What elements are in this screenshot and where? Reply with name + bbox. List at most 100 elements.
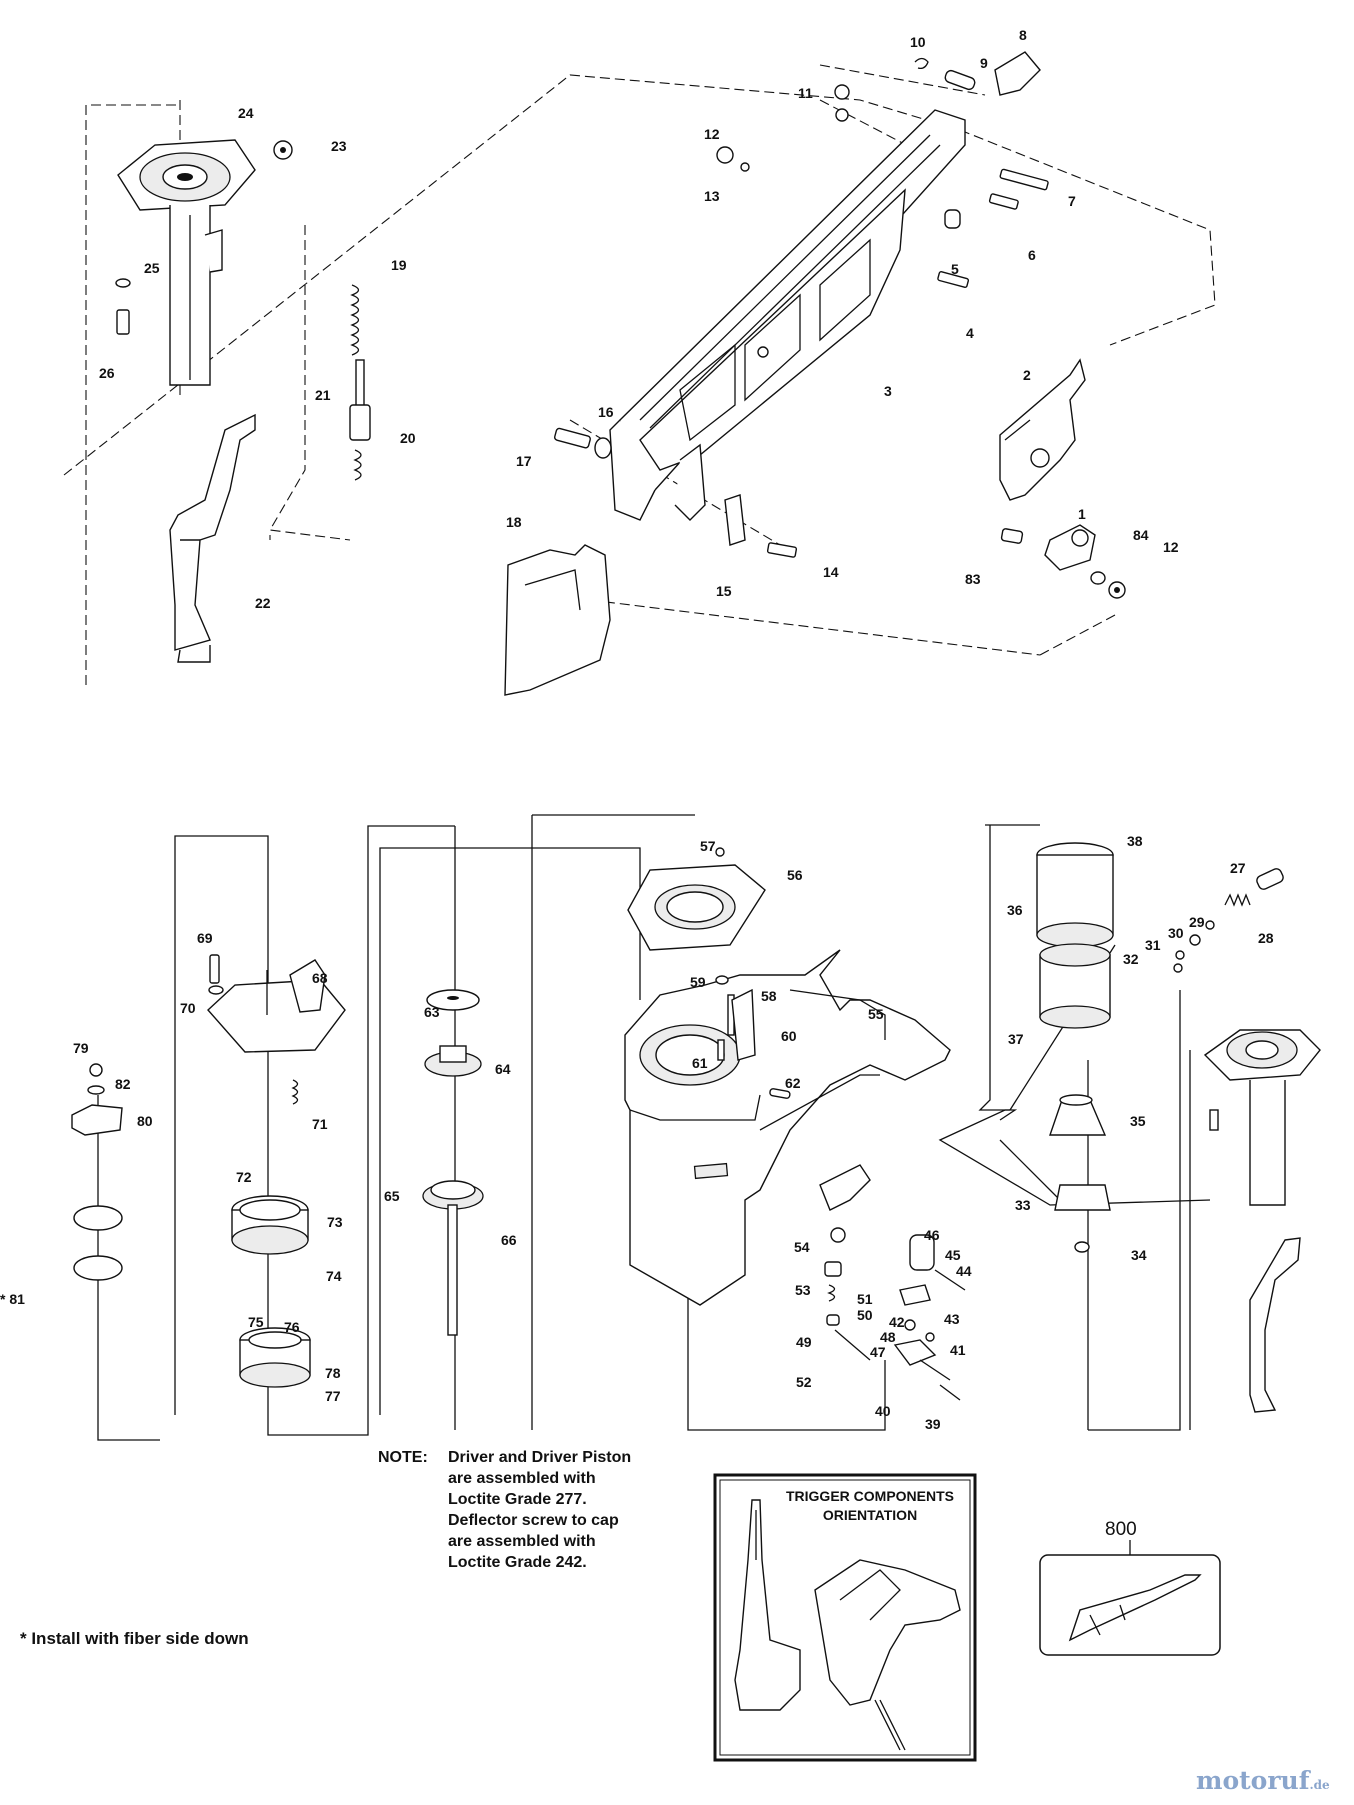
callout-31: 31 [1145, 937, 1161, 953]
part-27-cap [1256, 868, 1284, 890]
callout-50: 50 [857, 1307, 873, 1323]
callout-43: 43 [944, 1311, 960, 1327]
trigger-orientation-box [713, 1473, 977, 1762]
callout-3: 3 [884, 383, 892, 399]
callout-62: 62 [785, 1075, 801, 1091]
part-32-ring [1173, 963, 1183, 973]
part-23-nut [273, 140, 293, 160]
part-69-screw [209, 954, 220, 984]
part-12-nut-lower [1108, 581, 1126, 599]
callout-76: 76 [284, 1319, 300, 1335]
part-3-magazine-body [609, 109, 966, 521]
part-62-pin [769, 1088, 791, 1099]
part-75-78-seal-rings [239, 1327, 311, 1388]
callout-79: 79 [73, 1040, 89, 1056]
part-10-clip [914, 57, 929, 70]
callout-23: 23 [331, 138, 347, 154]
callout-68: 68 [312, 970, 328, 986]
callout-41: 41 [950, 1342, 966, 1358]
callout-15: 15 [716, 583, 732, 599]
part-33-bumper [1054, 1184, 1111, 1211]
callout-34: 34 [1131, 1247, 1147, 1263]
kit-800-label: 800 [1105, 1519, 1137, 1540]
part-15-plate [724, 494, 746, 546]
callout-10: 10 [910, 34, 926, 50]
callout-77: 77 [325, 1388, 341, 1404]
part-12-nut-upper [716, 146, 734, 164]
callout-24: 24 [238, 105, 254, 121]
part-68-top-cap [207, 959, 346, 1053]
kit-800-box [1039, 1540, 1221, 1656]
callout-38: 38 [1127, 833, 1143, 849]
callout-25: 25 [144, 260, 160, 276]
right-nose-housing [1203, 1029, 1321, 1413]
part-81-washers [73, 1205, 123, 1281]
callout-2: 2 [1023, 367, 1031, 383]
callout-30: 30 [1168, 925, 1184, 941]
callout-39: 39 [925, 1416, 941, 1432]
callout-64: 64 [495, 1061, 511, 1077]
callout-75: 75 [248, 1314, 264, 1330]
part-80-plate [71, 1104, 123, 1136]
callout-72: 72 [236, 1169, 252, 1185]
install-note: * Install with fiber side down [20, 1629, 249, 1648]
callout-20: 20 [400, 430, 416, 446]
callout-5: 5 [951, 261, 959, 277]
watermark-domain: .de [1309, 1778, 1330, 1792]
part-38-cylinder [1036, 842, 1114, 948]
callout-33: 33 [1015, 1197, 1031, 1213]
callout-82: 82 [115, 1076, 131, 1092]
part-63-bumper [426, 989, 480, 1011]
part-71-spring [291, 1079, 299, 1105]
trigger-box-title: TRIGGER COMPONENTS ORIENTATION [785, 1488, 954, 1523]
part-22-contact-arm [169, 413, 256, 663]
watermark-name: motoruf [1196, 1766, 1310, 1795]
callout-73: 73 [327, 1214, 343, 1230]
part-13-washer [740, 162, 750, 172]
part-4-bolt [937, 271, 970, 288]
part-79-nut [89, 1063, 103, 1077]
callout-40: 40 [875, 1403, 891, 1419]
callout-83: 83 [965, 571, 981, 587]
part-66-driver [447, 1204, 458, 1336]
callout-54: 54 [794, 1239, 810, 1255]
callout-4: 4 [966, 325, 974, 341]
part-5-bushing [944, 209, 961, 229]
callout-52: 52 [796, 1374, 812, 1390]
part-14-screw [766, 542, 798, 558]
callout-51: 51 [857, 1291, 873, 1307]
callout-labels: 1234567891011121213141516171819202122232… [0, 27, 1274, 1432]
callout-22: 22 [255, 595, 271, 611]
part-61-pin [717, 1039, 725, 1061]
part-65-piston [422, 1180, 484, 1210]
part-17-bolt [554, 427, 591, 449]
callout-29: 29 [1189, 914, 1205, 930]
callout-28: 28 [1258, 930, 1274, 946]
part-8-latch-plate [994, 51, 1041, 96]
part-16-washer [594, 437, 612, 459]
callout-19: 19 [391, 257, 407, 273]
callout-47: 47 [870, 1344, 886, 1360]
callout-6: 6 [1028, 247, 1036, 263]
part-9-pin [944, 69, 976, 91]
callout-57: 57 [700, 838, 716, 854]
callout-55: 55 [868, 1006, 884, 1022]
callout-27: 27 [1230, 860, 1246, 876]
callout-1: 1 [1078, 506, 1086, 522]
callout-61: 61 [692, 1055, 708, 1071]
part-29-31-small-parts [1175, 920, 1215, 960]
part-11-nuts [834, 84, 850, 122]
part-7-bolt [999, 168, 1049, 191]
callout-17: 17 [516, 453, 532, 469]
part-19-21-20-spring-assembly [349, 284, 371, 481]
part-60-link [731, 988, 756, 1061]
callout-12a: 12 [704, 126, 720, 142]
callout-65: 65 [384, 1188, 400, 1204]
part-28-spring [1224, 893, 1251, 907]
callout-13: 13 [704, 188, 720, 204]
part-64-bumper [424, 1045, 482, 1077]
callout-69: 69 [197, 930, 213, 946]
callout-53: 53 [795, 1282, 811, 1298]
callout-74: 74 [326, 1268, 342, 1284]
